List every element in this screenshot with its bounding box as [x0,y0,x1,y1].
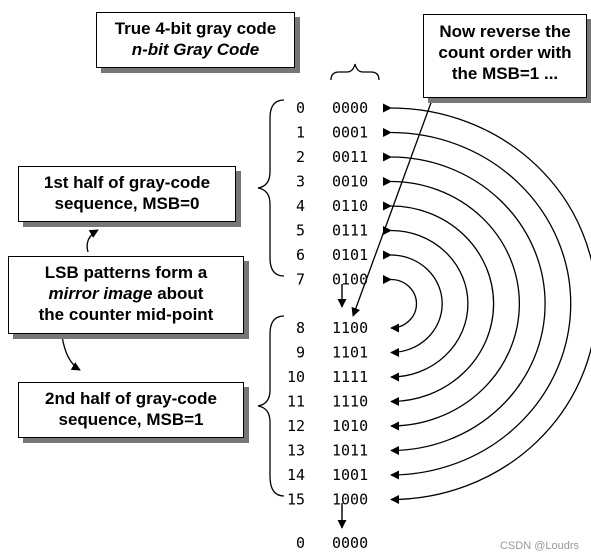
mirror-arc [382,152,546,455]
count-label: 12 [287,417,305,435]
code-column-brace [330,63,380,81]
count-label: 7 [296,271,305,289]
mirror-arc [382,274,418,333]
gray-code-value: 0111 [332,222,368,240]
gray-code-value: 1011 [332,442,368,460]
gray-code-value: 0011 [332,148,368,166]
count-label: 10 [287,368,305,386]
gray-code-value: 0000 [332,99,368,117]
count-label: 5 [296,222,305,240]
first-half-brace [257,99,285,277]
count-label: 1 [296,124,305,142]
wrap-count: 0 [296,534,305,552]
gray-code-value: 0010 [332,173,368,191]
mirror-arc [382,201,495,406]
wrap-code: 0000 [332,534,368,552]
first-half-line1: 1st half of gray-code [43,173,211,192]
reverse-note-box: Now reverse the count order with the MSB… [423,14,587,98]
mirror-note-line2-rest: about [152,284,204,303]
gray-code-value: 1100 [332,319,368,337]
gray-code-value: 0100 [332,271,368,289]
count-label: 11 [287,393,305,411]
reverse-pointer-arrow [351,99,433,317]
count-label: 3 [296,173,305,191]
gray-code-value: 1001 [332,466,368,484]
mirror-to-second-half-arrow [61,335,81,371]
count-label: 2 [296,148,305,166]
gray-code-value: 1111 [332,368,368,386]
reverse-note-line1: Now reverse the [439,22,571,41]
count-label: 0 [296,99,305,117]
mirror-note-box: LSB patterns form a mirror image about t… [8,256,244,334]
gray-code-value: 1110 [332,393,368,411]
count-label: 13 [287,442,305,460]
gray-code-value: 1010 [332,417,368,435]
mirror-arc [382,127,572,480]
mirror-arc [382,250,443,357]
mirror-arcs [382,103,591,504]
gray-code-value: 1000 [332,491,368,509]
second-half-brace [257,315,285,497]
count-label: 9 [296,344,305,362]
mirror-arc [382,103,591,504]
reverse-note-line2: count order with [438,43,572,62]
watermark: CSDN @Loudrs [499,540,579,552]
count-label: 8 [296,319,305,337]
second-half-line1: 2nd half of gray-code [45,389,217,408]
top-title-line2: n-bit Gray Code [131,40,260,59]
first-half-line2: sequence, MSB=0 [54,194,200,213]
gray-code-value: 0101 [332,246,368,264]
gray-code-value: 0110 [332,197,368,215]
reverse-note-line3: the MSB=1 ... [451,64,559,83]
mirror-arc [382,176,520,431]
mirror-note-line1: LSB patterns form a [44,263,208,282]
mirror-note-line3: the counter mid-point [38,305,214,324]
count-label: 6 [296,246,305,264]
mirror-to-first-half-arrow [86,229,99,253]
top-title-line1: True 4-bit gray code [114,19,277,38]
mirror-arc [382,225,469,382]
gray-code-value: 1101 [332,344,368,362]
count-label: 14 [287,466,305,484]
count-label: 4 [296,197,305,215]
gray-code-value: 0001 [332,124,368,142]
count-label: 15 [287,491,305,509]
first-half-box: 1st half of gray-code sequence, MSB=0 [18,166,236,222]
mirror-image-term: mirror image [48,284,153,303]
second-half-line2: sequence, MSB=1 [58,410,204,429]
top-title-box: True 4-bit gray code n-bit Gray Code [96,12,295,68]
mirror-note-line2: mirror image about [9,283,243,304]
second-half-box: 2nd half of gray-code sequence, MSB=1 [18,382,244,438]
